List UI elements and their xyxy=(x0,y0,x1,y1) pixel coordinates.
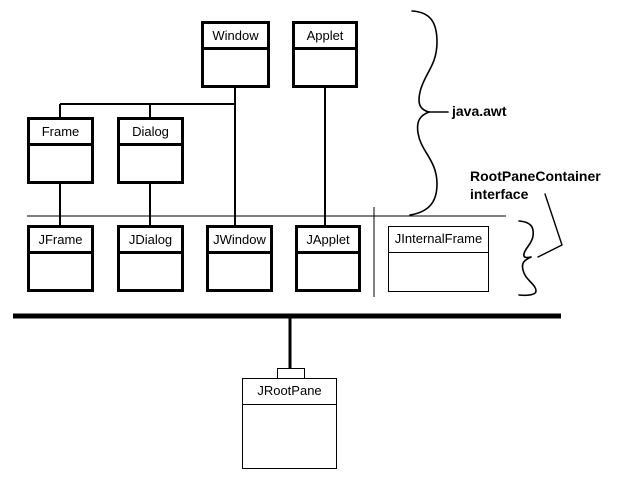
class-name-frame: Frame xyxy=(30,120,91,146)
jinternalframe-brace xyxy=(518,220,537,297)
annotation-rootpanecontainer-title: RootPaneContainer xyxy=(470,168,601,184)
class-box-jframe[interactable]: JFrame xyxy=(27,225,94,292)
annotation-java-awt: java.awt xyxy=(452,103,507,119)
class-name-jframe: JFrame xyxy=(30,228,91,254)
class-box-dialog[interactable]: Dialog xyxy=(117,117,184,184)
class-box-jrootpane[interactable]: JRootPane xyxy=(242,378,337,469)
class-box-applet[interactable]: Applet xyxy=(292,21,358,88)
annotation-rootpanecontainer-subtitle: interface xyxy=(470,186,529,202)
class-name-jinternalframe: JInternalFrame xyxy=(389,227,488,253)
class-box-jinternalframe[interactable]: JInternalFrame xyxy=(388,226,489,292)
java-awt-brace xyxy=(409,10,449,216)
class-name-jrootpane: JRootPane xyxy=(243,379,336,405)
class-box-frame[interactable]: Frame xyxy=(27,117,94,184)
class-box-window[interactable]: Window xyxy=(201,21,270,88)
class-name-window: Window xyxy=(204,24,267,50)
class-box-japplet[interactable]: JApplet xyxy=(295,225,361,292)
class-name-jdialog: JDialog xyxy=(120,228,181,254)
class-box-jwindow[interactable]: JWindow xyxy=(206,225,273,292)
awt-inheritance-connectors xyxy=(59,88,326,225)
class-name-applet: Applet xyxy=(295,24,355,50)
class-name-dialog: Dialog xyxy=(120,120,181,146)
class-box-jdialog[interactable]: JDialog xyxy=(117,225,184,292)
class-name-japplet: JApplet xyxy=(298,228,358,254)
rootpanecontainer-pointer xyxy=(537,193,563,258)
jrootpane-connector-tab xyxy=(277,368,305,379)
class-name-jwindow: JWindow xyxy=(209,228,270,254)
